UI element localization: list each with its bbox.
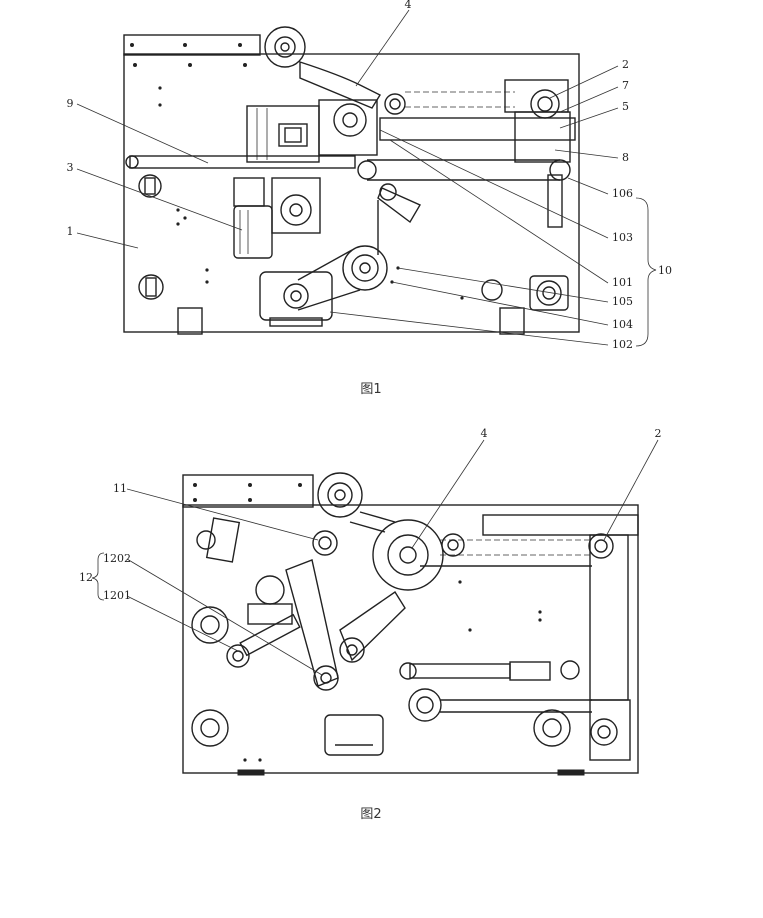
fig1-label-3: 3	[67, 161, 74, 174]
fig2-machine-frame	[182, 472, 639, 776]
fig2-label-4: 4	[481, 427, 488, 440]
fig1-leader-lines	[76, 9, 657, 347]
fig1-label-7: 7	[622, 79, 629, 92]
fig2-label-1201: 1201	[103, 589, 131, 602]
fig1-label-104: 104	[612, 318, 633, 331]
fig1-labels: 4 9 3 1 2 7 5 8 106 103 101 10 105 104 1…	[67, 0, 673, 351]
fig1-label-8: 8	[622, 151, 629, 164]
figure-2: 4 2 11 12 1202 1201 图2	[79, 427, 662, 822]
fig2-label-12: 12	[79, 571, 93, 584]
fig1-label-1: 1	[67, 225, 74, 238]
fig1-label-9: 9	[67, 97, 74, 110]
fig2-leader-lines	[91, 439, 659, 676]
figure-2-caption: 图2	[360, 807, 381, 822]
figure-1: 4 9 3 1 2 7 5 8 106 103 101 10 105 104 1…	[67, 0, 673, 397]
fig2-labels: 4 2 11 12 1202 1201	[79, 427, 662, 602]
fig2-label-1202: 1202	[103, 552, 131, 565]
fig1-label-103: 103	[612, 231, 633, 244]
fig2-label-2: 2	[655, 427, 662, 440]
fig1-label-2: 2	[622, 58, 629, 71]
fig1-label-4: 4	[405, 0, 412, 11]
fig1-label-105: 105	[612, 295, 633, 308]
fig1-label-5: 5	[622, 100, 629, 113]
fig1-label-10: 10	[658, 264, 672, 277]
fig1-label-101: 101	[612, 276, 633, 289]
fig1-label-102: 102	[612, 338, 633, 351]
fig1-machine-frame	[123, 26, 580, 335]
fig1-label-106: 106	[612, 187, 633, 200]
fig2-label-11: 11	[113, 482, 127, 495]
figure-1-caption: 图1	[360, 382, 381, 397]
